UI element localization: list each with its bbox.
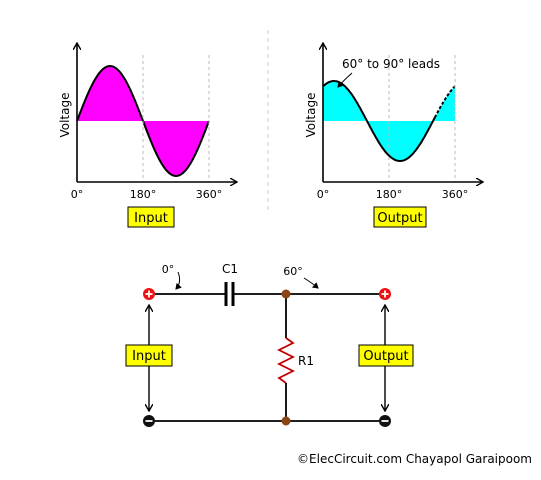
- input-tick-360: 360°: [196, 188, 223, 201]
- circuit-output-box: [358, 344, 414, 367]
- output-phase-arrow: [303, 277, 319, 289]
- circuit-output-label: Output: [363, 349, 408, 364]
- input-positive-terminal: [143, 288, 155, 300]
- credit-text: ©ElecCircuit.com Chayapol Garaipoom: [297, 452, 532, 466]
- input-tick-0: 0°: [71, 188, 84, 201]
- output-positive-terminal: [379, 288, 391, 300]
- rc-circuit: [149, 271, 385, 422]
- input-graph-caption-box: [127, 206, 175, 228]
- output-graph-caption: Output: [377, 211, 422, 226]
- junction-node-top: [281, 289, 291, 299]
- circuit-input-box: [125, 344, 173, 367]
- annotation-arrow: [337, 72, 353, 88]
- input-graph: Voltage 0° 180° 360° Input: [58, 44, 236, 228]
- output-waveform-dashed: [433, 85, 456, 119]
- resistor-label: R1: [298, 354, 314, 368]
- output-negative-terminal: [379, 415, 391, 427]
- output-graph-caption-box: [373, 206, 427, 228]
- input-phase-arrow: [175, 271, 182, 290]
- input-negative-terminal: [143, 415, 155, 427]
- input-y-axis-label: Voltage: [58, 92, 72, 137]
- circuit-input-label: Input: [132, 349, 166, 364]
- output-lead-annotation: 60° to 90° leads: [342, 57, 440, 71]
- output-tick-360: 360°: [442, 188, 469, 201]
- output-y-axis-label: Voltage: [304, 92, 318, 137]
- output-tick-180: 180°: [376, 188, 403, 201]
- input-graph-caption: Input: [134, 211, 168, 226]
- output-tick-0: 0°: [317, 188, 330, 201]
- resistor-r1: [276, 337, 296, 384]
- output-graph: Voltage 0° 180° 360° 60° to 90° leads Ou…: [304, 44, 482, 228]
- capacitor-label: C1: [222, 262, 238, 276]
- output-phase-label: 60°: [283, 265, 303, 278]
- input-phase-label: 0°: [162, 263, 175, 276]
- junction-node-bottom: [281, 416, 291, 426]
- input-tick-180: 180°: [130, 188, 157, 201]
